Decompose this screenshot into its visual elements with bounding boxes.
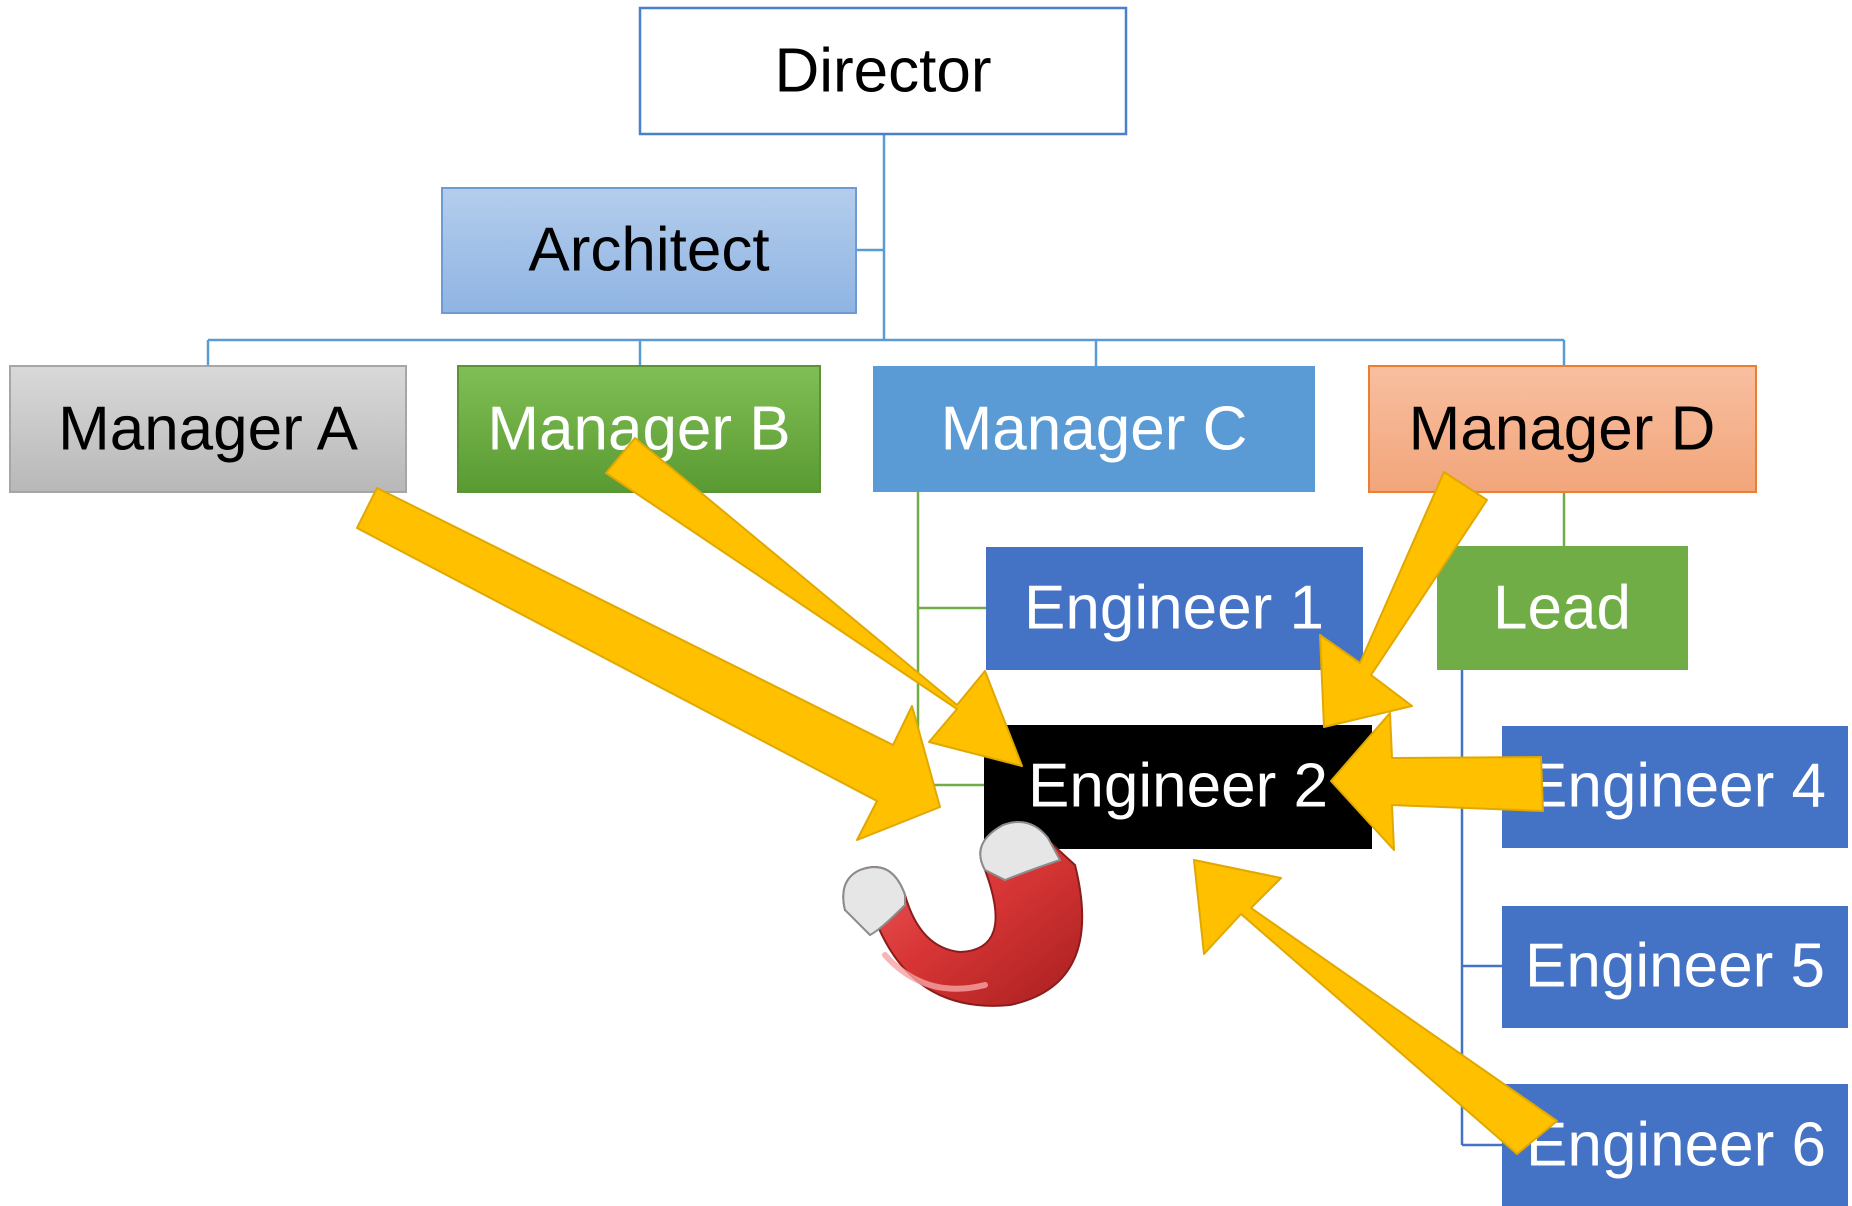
node-engineer-4-box — [1502, 726, 1848, 848]
node-engineer-1: Engineer 1 — [986, 547, 1363, 670]
arrow-from-manager-b — [605, 437, 1023, 767]
node-director-label: Director — [774, 37, 991, 106]
node-engineer-1-box — [986, 547, 1363, 670]
node-manager-a: Manager A — [9, 365, 407, 493]
arrow-from-manager-d — [1319, 471, 1488, 728]
arrow-from-engineer-4 — [1330, 712, 1544, 851]
node-engineer-4: Engineer 4 — [1502, 726, 1848, 848]
node-manager-a-label: Manager A — [58, 395, 359, 464]
node-engineer-5: Engineer 5 — [1502, 906, 1848, 1028]
node-manager-c: Manager C — [873, 366, 1315, 492]
node-architect-box — [441, 187, 857, 314]
arrow-from-engineer-6 — [1193, 859, 1558, 1155]
node-director: Director — [638, 6, 1128, 136]
arrows — [356, 437, 1558, 1155]
magnet-icon — [842, 821, 1084, 1007]
node-engineer-6-label: Engineer 6 — [1526, 1111, 1826, 1180]
node-engineer-4-label: Engineer 4 — [1526, 752, 1826, 821]
node-manager-c-label: Manager C — [941, 395, 1248, 464]
node-engineer-5-label: Engineer 5 — [1525, 932, 1825, 1001]
magnet-highlight — [882, 952, 988, 992]
arrow-from-manager-a — [356, 487, 941, 841]
node-engineer-2: Engineer 2 — [984, 725, 1372, 849]
node-lead: Lead — [1437, 546, 1688, 670]
node-engineer-1-label: Engineer 1 — [1024, 574, 1324, 643]
node-architect-label: Architect — [528, 216, 769, 285]
node-manager-c-box — [873, 366, 1315, 492]
node-engineer-2-label: Engineer 2 — [1028, 752, 1328, 821]
magnet-left-tip — [842, 866, 906, 937]
node-manager-a-box — [9, 365, 407, 493]
node-lead-box — [1437, 546, 1688, 670]
node-lead-label: Lead — [1493, 574, 1631, 643]
node-manager-d-label: Manager D — [1409, 395, 1716, 464]
node-engineer-2-box — [984, 725, 1372, 849]
magnet-right-tip — [979, 821, 1062, 882]
node-engineer-6: Engineer 6 — [1502, 1084, 1848, 1206]
node-engineer-5-box — [1502, 906, 1848, 1028]
node-manager-d-box — [1368, 365, 1757, 493]
node-architect: Architect — [441, 187, 857, 314]
node-director-box — [638, 6, 1128, 136]
node-engineer-6-box — [1502, 1084, 1848, 1206]
node-manager-d: Manager D — [1368, 365, 1757, 493]
